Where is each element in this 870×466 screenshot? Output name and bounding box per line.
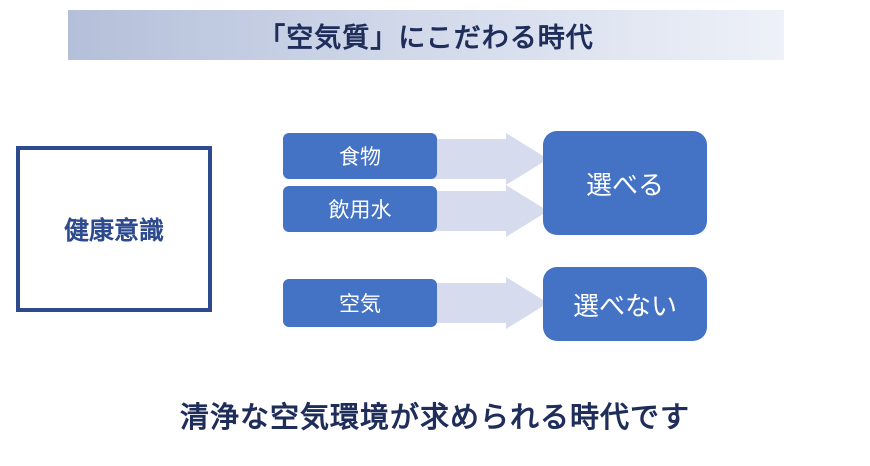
arrow-water [430, 185, 548, 237]
item-water: 飲用水 [283, 186, 437, 232]
item-air: 空気 [283, 279, 437, 327]
result-not-choosable: 選べない [543, 267, 707, 341]
result-choosable-label: 選べる [585, 170, 664, 201]
arrow-air [430, 277, 548, 329]
arrow-food [430, 133, 548, 185]
health-awareness-label: 健康意識 [63, 216, 164, 245]
result-not-choosable-label: 選べない [572, 291, 677, 322]
health-awareness-box: 健康意識 [16, 146, 212, 312]
item-water-label: 飲用水 [328, 198, 392, 222]
item-air-label: 空気 [339, 292, 381, 316]
item-food-label: 食物 [339, 145, 381, 169]
conclusion-text: 清浄な空気環境が求められる時代です [179, 400, 690, 434]
title-banner: 「空気質」にこだわる時代 [68, 10, 784, 60]
result-choosable: 選べる [543, 131, 707, 235]
item-food: 食物 [283, 133, 437, 179]
page-title: 「空気質」にこだわる時代 [258, 22, 594, 54]
